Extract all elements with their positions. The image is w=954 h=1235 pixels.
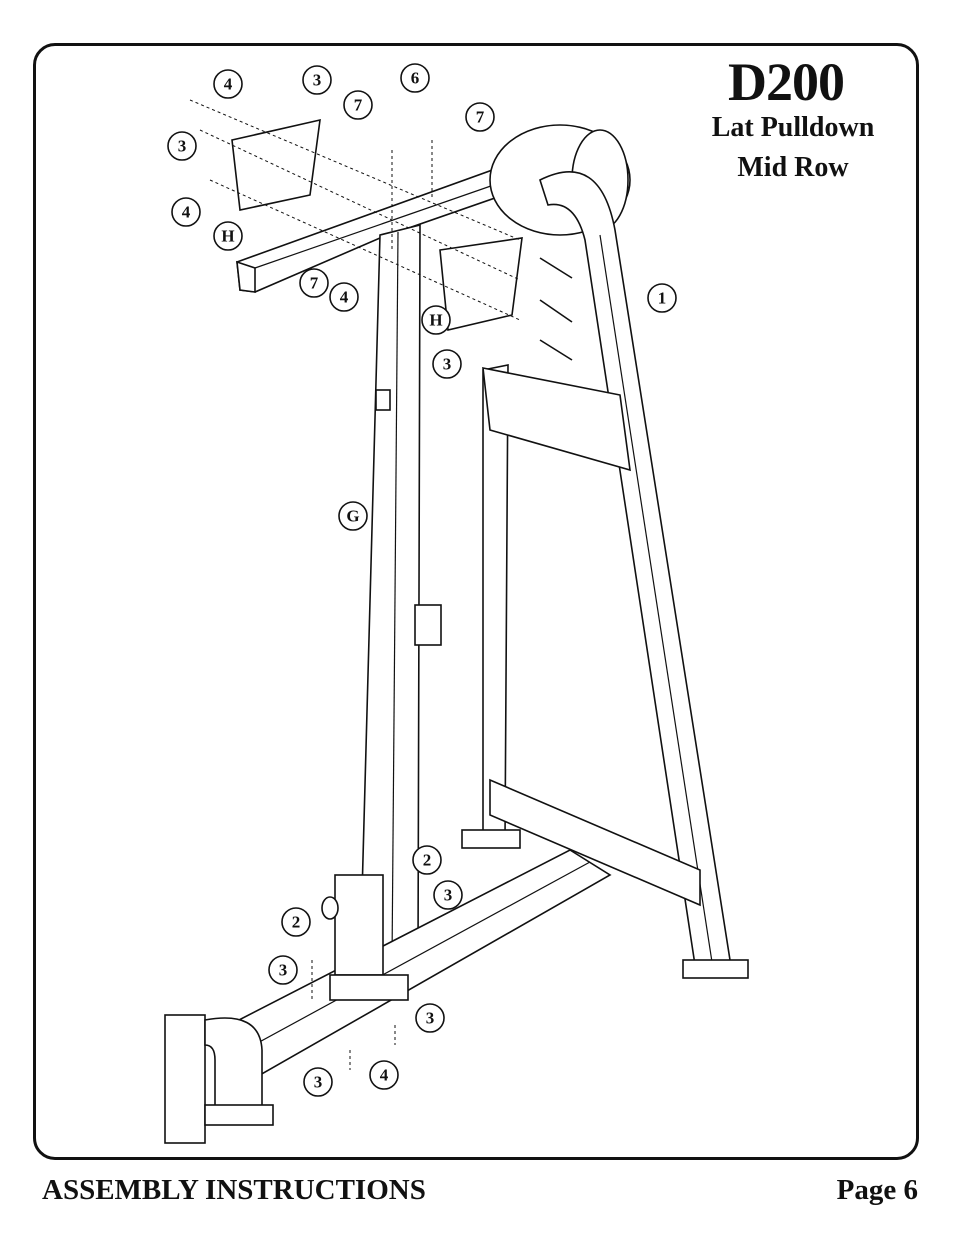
callout-7-middle: 7 [299, 268, 329, 298]
svg-text:2: 2 [423, 851, 432, 870]
subtitle-lat-pulldown: Lat Pulldown [711, 112, 875, 143]
svg-text:3: 3 [313, 71, 322, 90]
svg-text:G: G [346, 507, 359, 526]
callout-g: G [338, 501, 368, 531]
upper-crossbeam [482, 367, 631, 472]
callout-3-sleeve: 3 [433, 880, 463, 910]
svg-text:3: 3 [279, 961, 288, 980]
callout-7-left: 7 [343, 90, 373, 120]
svg-text:3: 3 [314, 1073, 323, 1092]
callout-h-right: H [421, 305, 451, 335]
svg-text:7: 7 [310, 274, 319, 293]
plate-h-right [439, 237, 523, 331]
svg-text:7: 7 [354, 96, 363, 115]
svg-text:6: 6 [411, 69, 420, 88]
callout-2-lower: 2 [281, 907, 311, 937]
callout-3-left: 3 [167, 131, 197, 161]
svg-text:7: 7 [476, 108, 485, 127]
front-foot-post [164, 1014, 274, 1144]
subtitle-mid-row: Mid Row [737, 152, 849, 183]
svg-text:3: 3 [443, 355, 452, 374]
svg-text:H: H [221, 227, 234, 246]
callout-7-right: 7 [465, 102, 495, 132]
page-border [33, 43, 919, 1160]
callout-3-base-left: 3 [268, 955, 298, 985]
svg-text:4: 4 [340, 288, 349, 307]
callout-3-top: 3 [302, 65, 332, 95]
middle-column [461, 364, 521, 849]
lower-sleeve [321, 874, 409, 1001]
callout-4-base: 4 [369, 1060, 399, 1090]
svg-text:3: 3 [178, 137, 187, 156]
callout-3-plate: 3 [432, 349, 462, 379]
callout-6: 6 [400, 63, 430, 93]
callout-4-middle: 4 [329, 282, 359, 312]
bolts-1 [539, 257, 573, 361]
footer-page-number: Page 6 [836, 1174, 918, 1206]
svg-text:2: 2 [292, 913, 301, 932]
svg-text:3: 3 [444, 886, 453, 905]
svg-text:4: 4 [182, 203, 191, 222]
lower-crossbeam [489, 778, 701, 907]
callout-1: 1 [647, 283, 677, 313]
plate-h-left [231, 118, 321, 211]
callout-2-upper: 2 [412, 845, 442, 875]
footer-assembly-instructions: ASSEMBLY INSTRUCTIONS [42, 1174, 426, 1206]
assembly-dashes [189, 99, 521, 1070]
callout-3-base-bottom: 3 [303, 1067, 333, 1097]
svg-text:3: 3 [426, 1009, 435, 1028]
svg-text:4: 4 [224, 75, 233, 94]
model-number: D200 [728, 52, 845, 112]
rear-arch-upright [539, 171, 749, 979]
svg-text:4: 4 [380, 1066, 389, 1085]
callout-4-left: 4 [171, 197, 201, 227]
svg-text:H: H [429, 311, 442, 330]
callout-3-base-right: 3 [415, 1003, 445, 1033]
callout-h-left: H [213, 221, 243, 251]
svg-text:1: 1 [658, 289, 667, 308]
callout-4-top: 4 [213, 69, 243, 99]
